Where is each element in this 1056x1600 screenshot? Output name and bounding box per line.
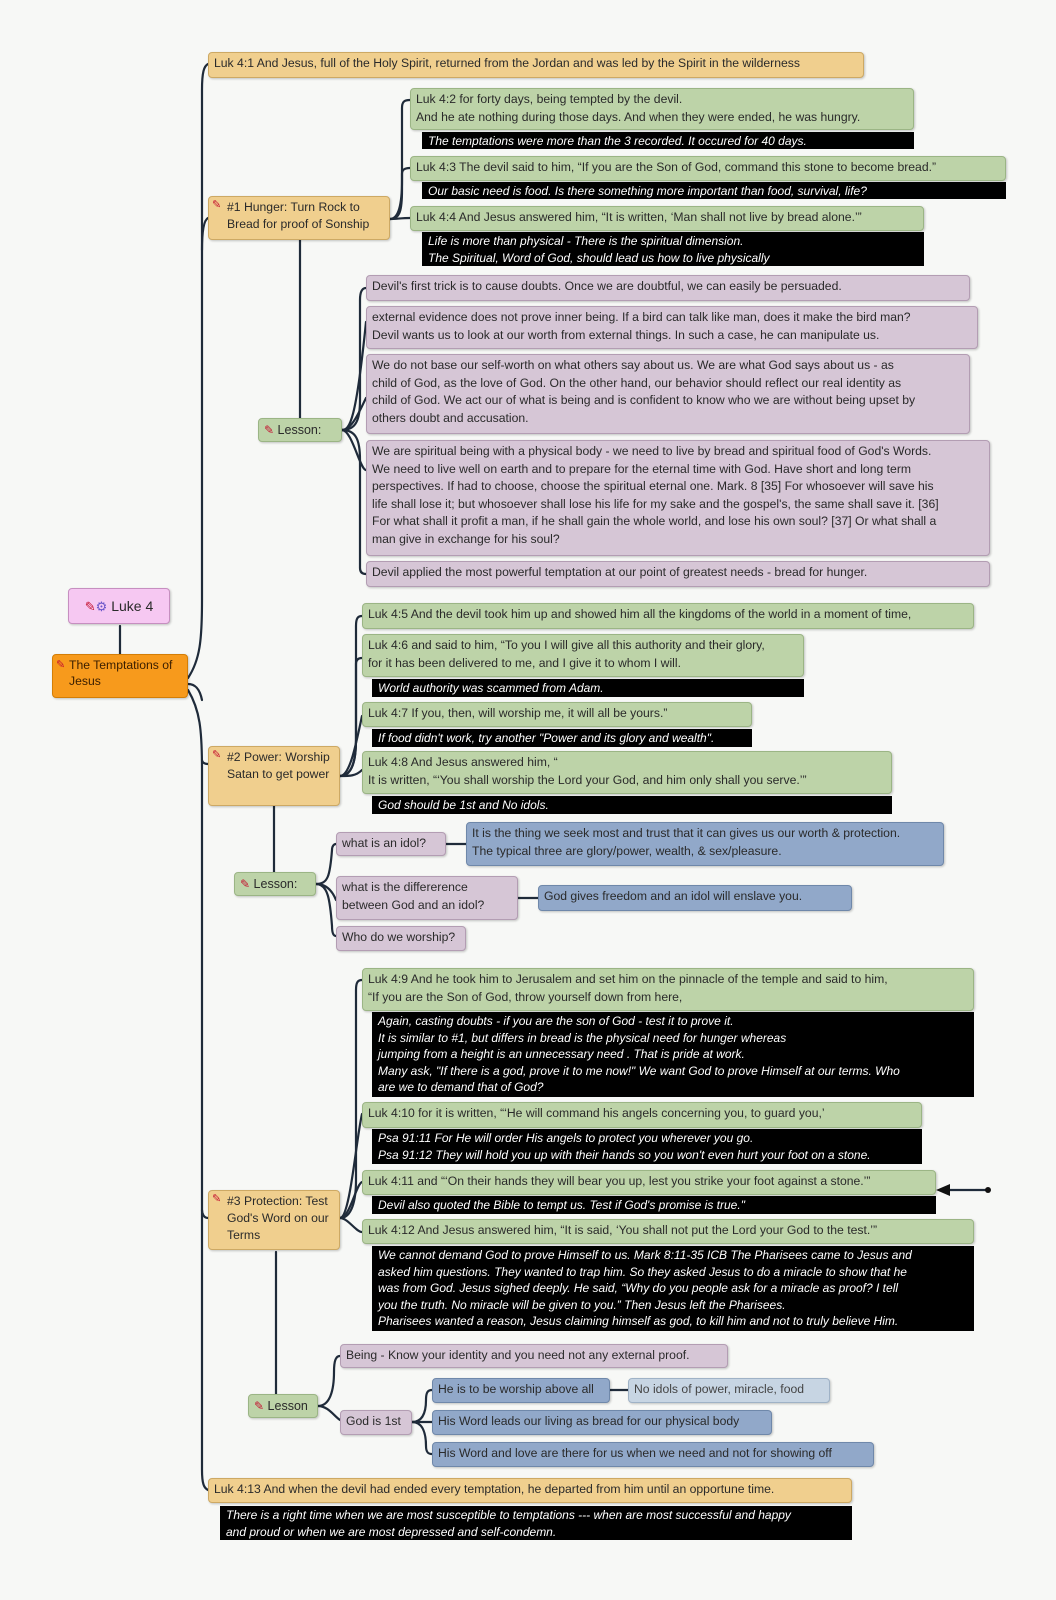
t3-lesson-label: Lesson — [267, 1399, 308, 1413]
verse-4-8[interactable]: Luk 4:8 And Jesus answered him, “ It is … — [362, 751, 892, 794]
t1-lesson-doubts[interactable]: Devil's first trick is to cause doubts. … — [366, 275, 970, 301]
t1-lesson-spiritual-being[interactable]: We are spiritual being with a physical b… — [366, 440, 990, 556]
root-label: Luke 4 — [111, 598, 154, 614]
t2-lesson-label: Lesson: — [253, 877, 298, 891]
pencil-icon: ✎ — [254, 1399, 265, 1413]
note-4-10: Psa 91:11 For He will order His angels t… — [372, 1129, 922, 1164]
verse-4-5[interactable]: Luk 4:5 And the devil took him up and sh… — [362, 603, 974, 629]
verse-4-4[interactable]: Luk 4:4 And Jesus answered him, “It is w… — [410, 206, 924, 231]
note-4-11: Devil also quoted the Bible to tempt us.… — [372, 1196, 936, 1214]
central-topic[interactable]: ✎ The Temptations of Jesus — [52, 654, 188, 698]
lesson-god-is-first[interactable]: God is 1st — [340, 1410, 412, 1435]
temptation-1-node[interactable]: ✎ #1 Hunger: Turn Rock to Bread for proo… — [208, 196, 390, 240]
verse-4-2[interactable]: Luk 4:2 for forty days, being tempted by… — [410, 88, 914, 130]
answer-god-vs-idol[interactable]: God gives freedom and an idol will ensla… — [538, 885, 852, 911]
verse-4-1[interactable]: Luk 4:1 And Jesus, full of the Holy Spir… — [208, 52, 864, 78]
pencil-icon: ✎ — [240, 877, 251, 891]
god-worship-above-all[interactable]: He is to be worship above all — [432, 1378, 610, 1403]
note-4-9: Again, casting doubts - if you are the s… — [372, 1012, 974, 1097]
t3-lesson-node[interactable]: ✎ Lesson — [248, 1394, 318, 1418]
pencil-icon: ✎ — [264, 423, 275, 437]
note-4-7: If food didn't work, try another "Power … — [372, 729, 752, 747]
temptation-3-label: #3 Protection: Test God's Word on our Te… — [227, 1194, 329, 1242]
temptation-1-label: #1 Hunger: Turn Rock to Bread for proof … — [227, 200, 370, 231]
note-4-2: The temptations were more than the 3 rec… — [422, 132, 914, 149]
verse-4-7[interactable]: Luk 4:7 If you, then, will worship me, i… — [362, 702, 752, 727]
note-4-6: World authority was scammed from Adam. — [372, 679, 804, 697]
temptation-2-node[interactable]: ✎ #2 Power: Worship Satan to get power — [208, 746, 340, 806]
note-4-4: Life is more than physical - There is th… — [422, 232, 924, 266]
answer-what-is-idol[interactable]: It is the thing we seek most and trust t… — [466, 822, 944, 866]
pencil-icon: ✎ — [212, 749, 222, 761]
verse-4-12[interactable]: Luk 4:12 And Jesus answered him, “It is … — [362, 1219, 974, 1244]
t2-lesson-node[interactable]: ✎ Lesson: — [234, 872, 316, 896]
question-what-is-idol[interactable]: what is an idol? — [336, 832, 446, 856]
lesson-being[interactable]: Being - Know your identity and you need … — [340, 1344, 728, 1368]
word-and-love[interactable]: His Word and love are there for us when … — [432, 1442, 874, 1467]
pencil-icon: ✎ — [212, 1193, 222, 1205]
note-4-13: There is a right time when we are most s… — [220, 1506, 852, 1540]
verse-4-3[interactable]: Luk 4:3 The devil said to him, “If you a… — [410, 156, 1006, 181]
question-god-vs-idol[interactable]: what is the differerence between God and… — [336, 876, 518, 920]
verse-4-10[interactable]: Luk 4:10 for it is written, “‘He will co… — [362, 1102, 922, 1128]
pencil-icon: ✎ — [212, 199, 222, 211]
pencil-icon: ✎ — [84, 599, 96, 614]
t1-lesson-node[interactable]: ✎ Lesson: — [258, 418, 342, 442]
central-topic-label: The Temptations of Jesus — [69, 658, 173, 688]
t1-lesson-label: Lesson: — [277, 423, 322, 437]
t1-lesson-greatest-needs[interactable]: Devil applied the most powerful temptati… — [366, 561, 990, 587]
question-who-we-worship[interactable]: Who do we worship? — [336, 926, 466, 951]
note-4-8: God should be 1st and No idols. — [372, 796, 892, 814]
pencil-icon: ✎ — [56, 659, 66, 671]
t1-lesson-external-evidence[interactable]: external evidence does not prove inner b… — [366, 306, 978, 349]
verse-4-11[interactable]: Luk 4:11 and “‘On their hands they will … — [362, 1170, 936, 1195]
t1-lesson-self-worth[interactable]: We do not base our self-worth on what ot… — [366, 354, 970, 434]
verse-4-9[interactable]: Luk 4:9 And he took him to Jerusalem and… — [362, 968, 974, 1011]
gear-icon: ⚙ — [95, 599, 108, 614]
root-node-luke-4[interactable]: ✎⚙ Luke 4 — [68, 588, 170, 624]
verse-4-6[interactable]: Luk 4:6 and said to him, “To you I will … — [362, 634, 804, 677]
temptation-3-node[interactable]: ✎ #3 Protection: Test God's Word on our … — [208, 1190, 340, 1250]
note-4-3: Our basic need is food. Is there somethi… — [422, 182, 1006, 199]
note-4-12: We cannot demand God to prove Himself to… — [372, 1246, 974, 1331]
no-idols[interactable]: No idols of power, miracle, food — [628, 1378, 830, 1403]
temptation-2-label: #2 Power: Worship Satan to get power — [227, 750, 330, 781]
verse-4-13[interactable]: Luk 4:13 And when the devil had ended ev… — [208, 1478, 852, 1503]
word-leads-living[interactable]: His Word leads our living as bread for o… — [432, 1410, 772, 1435]
